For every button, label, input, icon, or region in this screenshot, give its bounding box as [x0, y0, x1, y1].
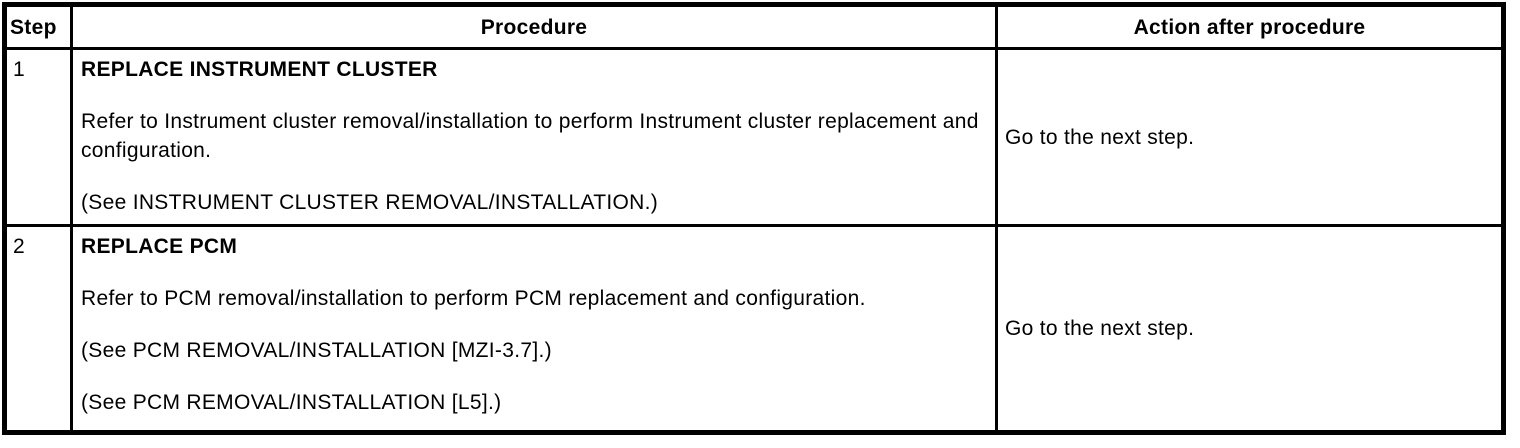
procedure-text: Refer to Instrument cluster removal/inst…: [81, 110, 979, 162]
table-header-row: Step Procedure Action after procedure: [3, 3, 1505, 50]
procedure-cell: REPLACE PCM Refer to PCM removal/install…: [70, 224, 998, 434]
procedure-text: Refer to PCM removal/installation to per…: [81, 287, 866, 310]
column-header-action: Action after procedure: [995, 3, 1505, 50]
step-number: 2: [3, 224, 73, 434]
column-header-procedure: Procedure: [70, 3, 998, 50]
column-header-step: Step: [3, 3, 73, 50]
see-reference: (See INSTRUMENT CLUSTER REMOVAL/INSTALLA…: [81, 191, 659, 214]
action-cell: Go to the next step.: [995, 224, 1505, 434]
procedure-title: REPLACE INSTRUMENT CLUSTER: [81, 58, 438, 81]
table-row: 2 REPLACE PCM Refer to PCM removal/insta…: [3, 224, 1505, 434]
see-reference: (See PCM REMOVAL/INSTALLATION [L5].): [81, 391, 502, 414]
procedure-table: Step Procedure Action after procedure 1 …: [2, 2, 1506, 435]
action-text: Go to the next step.: [1005, 125, 1195, 149]
action-text: Go to the next step.: [1005, 317, 1195, 340]
see-reference: (See PCM REMOVAL/INSTALLATION [MZI-3.7].…: [81, 339, 552, 362]
step-number: 1: [3, 47, 73, 227]
table-row: 1 REPLACE INSTRUMENT CLUSTER Refer to In…: [3, 47, 1505, 227]
procedure-title: REPLACE PCM: [81, 235, 238, 258]
action-cell: Go to the next step.: [995, 47, 1505, 227]
procedure-cell: REPLACE INSTRUMENT CLUSTER Refer to Inst…: [70, 47, 998, 227]
